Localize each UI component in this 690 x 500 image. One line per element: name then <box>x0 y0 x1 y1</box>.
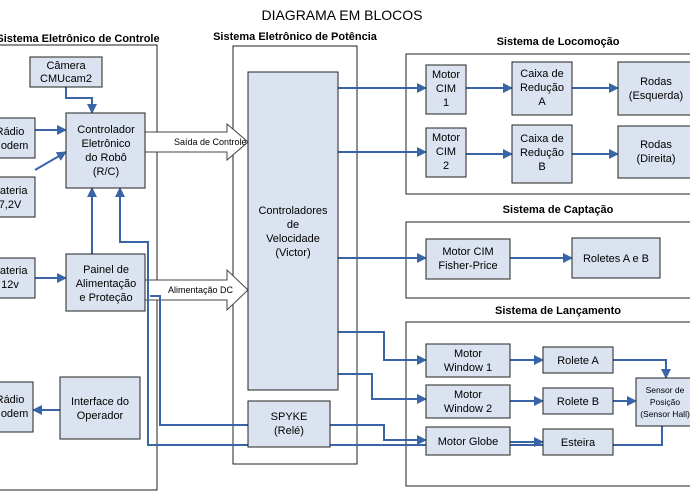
svg-text:Window 2: Window 2 <box>444 403 492 415</box>
svg-text:Rodas: Rodas <box>640 76 672 88</box>
svg-text:12v: 12v <box>1 279 19 291</box>
svg-text:Rolete B: Rolete B <box>557 396 599 408</box>
svg-text:Painel de: Painel de <box>83 264 129 276</box>
svg-text:Motor: Motor <box>454 389 482 401</box>
motor-cim-1-block: Motor CIM 1 <box>425 64 467 115</box>
svg-text:Redução: Redução <box>520 82 564 94</box>
svg-text:Interface do: Interface do <box>71 396 129 408</box>
svg-text:Motor: Motor <box>454 348 482 360</box>
svg-text:CIM: CIM <box>436 83 456 95</box>
motor-cim-2-block: Motor CIM 2 <box>425 127 467 178</box>
svg-text:Eletrônico: Eletrônico <box>82 138 131 150</box>
svg-text:B: B <box>538 161 545 173</box>
svg-text:2: 2 <box>443 160 449 172</box>
svg-text:Controladores: Controladores <box>258 205 328 217</box>
svg-text:CMUcam2: CMUcam2 <box>40 73 92 85</box>
svg-text:CIM: CIM <box>436 146 456 158</box>
interface-operador-block: Interface do Operador <box>59 376 141 440</box>
svg-text:(Esquerda): (Esquerda) <box>629 90 683 102</box>
svg-text:(Victor): (Victor) <box>275 247 310 259</box>
svg-text:(Sensor Hall): (Sensor Hall) <box>640 409 690 419</box>
svg-text:(Direita): (Direita) <box>636 153 675 165</box>
svg-text:A: A <box>538 96 546 108</box>
caixa-reducao-a-block: Caixa de Redução A <box>511 61 573 116</box>
painel-alimentacao-block: Painel de Alimentação e Proteção <box>65 253 146 312</box>
svg-text:Câmera: Câmera <box>46 60 86 72</box>
svg-text:Roletes A e B: Roletes A e B <box>583 253 649 265</box>
roletes-ab-block: Roletes A e B <box>571 237 661 279</box>
diagram-title: DIAGRAMA EM BLOCOS <box>261 7 422 23</box>
svg-text:Rodas: Rodas <box>640 139 672 151</box>
svg-text:(Relé): (Relé) <box>274 425 304 437</box>
victor-controladores-block: Controladores de Velocidade (Victor) <box>247 71 339 391</box>
motor-globe-block: Motor Globe <box>425 426 511 456</box>
svg-text:1: 1 <box>443 97 449 109</box>
spyke-rele-block: SPYKE (Relé) <box>247 400 331 448</box>
connection-lines <box>32 83 671 447</box>
svg-text:Rolete A: Rolete A <box>557 355 599 367</box>
motor-fisher-price-block: Motor CIM Fisher-Price <box>425 238 511 280</box>
svg-text:e Proteção: e Proteção <box>79 292 132 304</box>
svg-text:Caixa de: Caixa de <box>520 133 563 145</box>
controle-system-title: Sistema Eletrônico de Controle <box>0 33 160 45</box>
saida-controle-label: Saída de Controle <box>174 137 247 147</box>
caixa-reducao-b-block: Caixa de Redução B <box>511 124 573 184</box>
svg-text:Velocidade: Velocidade <box>266 233 320 245</box>
svg-text:Modem: Modem <box>0 140 28 152</box>
radio-modem-2-block: Rádio Modem <box>0 381 34 433</box>
rodas-esquerda-block: Rodas (Esquerda) <box>617 61 690 116</box>
controlador-robo-block: Controlador Eletrônico do Robô (R/C) <box>65 112 146 189</box>
rolete-b-block: Rolete B <box>542 387 614 415</box>
svg-text:Motor Globe: Motor Globe <box>438 436 499 448</box>
svg-text:Esteira: Esteira <box>561 437 596 449</box>
alimentacao-dc-label: Alimentação DC <box>168 285 234 295</box>
radio-modem-1-block: Rádio Modem <box>0 117 36 159</box>
svg-text:(R/C): (R/C) <box>93 166 119 178</box>
captacao-system-title: Sistema de Captação <box>503 204 614 216</box>
rodas-direita-block: Rodas (Direita) <box>617 125 690 179</box>
svg-text:SPYKE: SPYKE <box>271 411 308 423</box>
svg-text:Fisher-Price: Fisher-Price <box>438 260 497 272</box>
bateria-12v-block: Bateria 12v <box>0 257 36 299</box>
lancamento-system-title: Sistema de Lançamento <box>495 305 621 317</box>
svg-text:Controlador: Controlador <box>77 124 135 136</box>
motor-window-1-block: Motor Window 1 <box>425 343 511 378</box>
svg-text:Bateria: Bateria <box>0 185 28 197</box>
rolete-a-block: Rolete A <box>542 346 614 374</box>
svg-text:do Robô: do Robô <box>85 152 127 164</box>
svg-text:Modem: Modem <box>0 408 28 420</box>
potencia-system-title: Sistema Eletrônico de Potência <box>213 31 378 43</box>
svg-text:Motor: Motor <box>432 69 460 81</box>
locomocao-system-title: Sistema de Locomoção <box>497 36 620 48</box>
esteira-block: Esteira <box>542 428 614 456</box>
svg-text:7,2V: 7,2V <box>0 199 22 211</box>
svg-text:Sensor de: Sensor de <box>646 385 685 395</box>
bateria-7v-block: Bateria 7,2V <box>0 176 36 218</box>
svg-text:de: de <box>287 219 299 231</box>
svg-text:Window 1: Window 1 <box>444 362 492 374</box>
svg-text:Posição: Posição <box>650 397 681 407</box>
svg-text:Rádio: Rádio <box>0 394 24 406</box>
saida-controle-arrow <box>144 122 249 162</box>
svg-text:Caixa de: Caixa de <box>520 68 563 80</box>
svg-text:Motor: Motor <box>432 132 460 144</box>
camera-block: Câmera CMUcam2 <box>29 56 103 88</box>
svg-text:Rádio: Rádio <box>0 126 24 138</box>
alimentacao-dc-arrow <box>144 268 249 312</box>
svg-text:Motor CIM: Motor CIM <box>442 246 493 258</box>
sensor-hall-block: Sensor de Posição (Sensor Hall) <box>635 377 690 427</box>
svg-text:Redução: Redução <box>520 147 564 159</box>
svg-text:Operador: Operador <box>77 410 124 422</box>
svg-text:Alimentação: Alimentação <box>76 278 137 290</box>
motor-window-2-block: Motor Window 2 <box>425 384 511 419</box>
svg-text:Bateria: Bateria <box>0 265 28 277</box>
